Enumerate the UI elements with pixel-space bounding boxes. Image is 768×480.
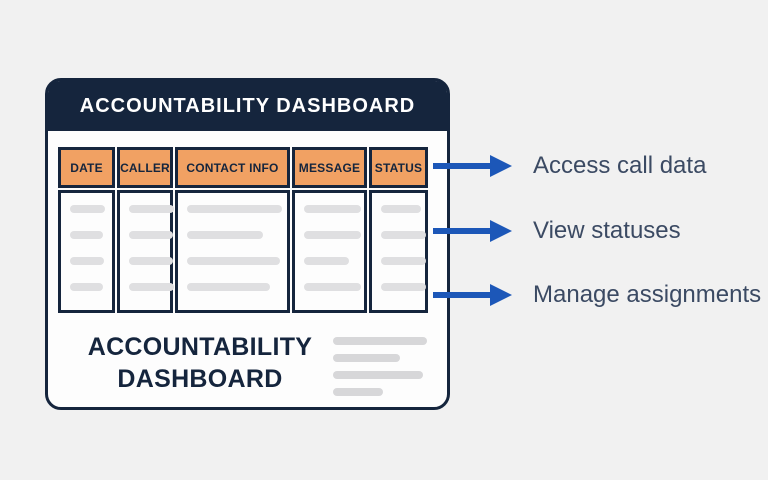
annotation-label-access-call-data: Access call data: [533, 152, 707, 179]
annotation-access-call-data: Access call data: [433, 151, 706, 181]
call-table: DATE CALLER CONTACT INFO MESSAGE STATUS: [58, 147, 432, 313]
arrow-head: [490, 155, 512, 177]
table-column-contact-info-placeholder: [175, 190, 290, 313]
placeholder-bar: [187, 283, 270, 291]
table-column-caller-placeholder: [117, 190, 174, 313]
table-column-message-placeholder: [292, 190, 367, 313]
placeholder-bar: [381, 231, 426, 239]
placeholder-bar: [381, 283, 426, 291]
arrow-line: [433, 228, 496, 234]
table-column-date-placeholder: [58, 190, 115, 313]
arrow-right-icon: [433, 155, 512, 177]
placeholder-bar: [381, 257, 426, 265]
placeholder-bar: [129, 205, 174, 213]
placeholder-bar: [381, 205, 421, 213]
placeholder-bar: [333, 337, 427, 345]
table-body-row: [58, 190, 432, 313]
arrow-right-icon: [433, 284, 512, 306]
placeholder-bar: [304, 231, 361, 239]
table-header-row: DATE CALLER CONTACT INFO MESSAGE STATUS: [58, 147, 432, 188]
placeholder-bar: [333, 354, 400, 362]
placeholder-bar: [129, 231, 173, 239]
placeholder-bar: [187, 257, 280, 265]
column-header-message: MESSAGE: [292, 147, 367, 188]
dashboard-footer-title: ACCOUNTABILITY DASHBOARD: [87, 333, 313, 393]
arrow-line: [433, 163, 496, 169]
annotation-view-statuses: View statuses: [433, 216, 681, 246]
arrow-head: [490, 284, 512, 306]
dashboard-header-title: ACCOUNTABILITY DASHBOARD: [79, 94, 416, 117]
placeholder-bar: [304, 257, 349, 265]
placeholder-bar: [304, 205, 361, 213]
placeholder-bar: [70, 257, 104, 265]
table-column-status-placeholder: [369, 190, 428, 313]
placeholder-bar: [129, 283, 174, 291]
column-header-contact-info: CONTACT INFO: [175, 147, 290, 188]
column-header-status: STATUS: [369, 147, 428, 188]
placeholder-bar: [333, 371, 423, 379]
column-header-caller: CALLER: [117, 147, 173, 188]
arrow-right-icon: [433, 220, 512, 242]
annotation-label-view-statuses: View statuses: [533, 217, 681, 244]
annotation-manage-assignments: Manage assignments: [433, 280, 761, 310]
placeholder-bar: [70, 205, 105, 213]
placeholder-bar: [187, 205, 282, 213]
placeholder-bar: [70, 231, 103, 239]
placeholder-bar: [70, 283, 103, 291]
dashboard-header-band: ACCOUNTABILITY DASHBOARD: [48, 81, 447, 131]
annotation-label-manage-assignments: Manage assignments: [533, 281, 762, 308]
arrow-head: [490, 220, 512, 242]
column-header-date: DATE: [58, 147, 115, 188]
dashboard-card: ACCOUNTABILITY DASHBOARD DATE CALLER CON…: [45, 78, 450, 410]
arrow-line: [433, 292, 496, 298]
footer-placeholder-text: [333, 337, 427, 405]
placeholder-bar: [304, 283, 361, 291]
placeholder-bar: [333, 388, 383, 396]
placeholder-bar: [187, 231, 263, 239]
placeholder-bar: [129, 257, 173, 265]
